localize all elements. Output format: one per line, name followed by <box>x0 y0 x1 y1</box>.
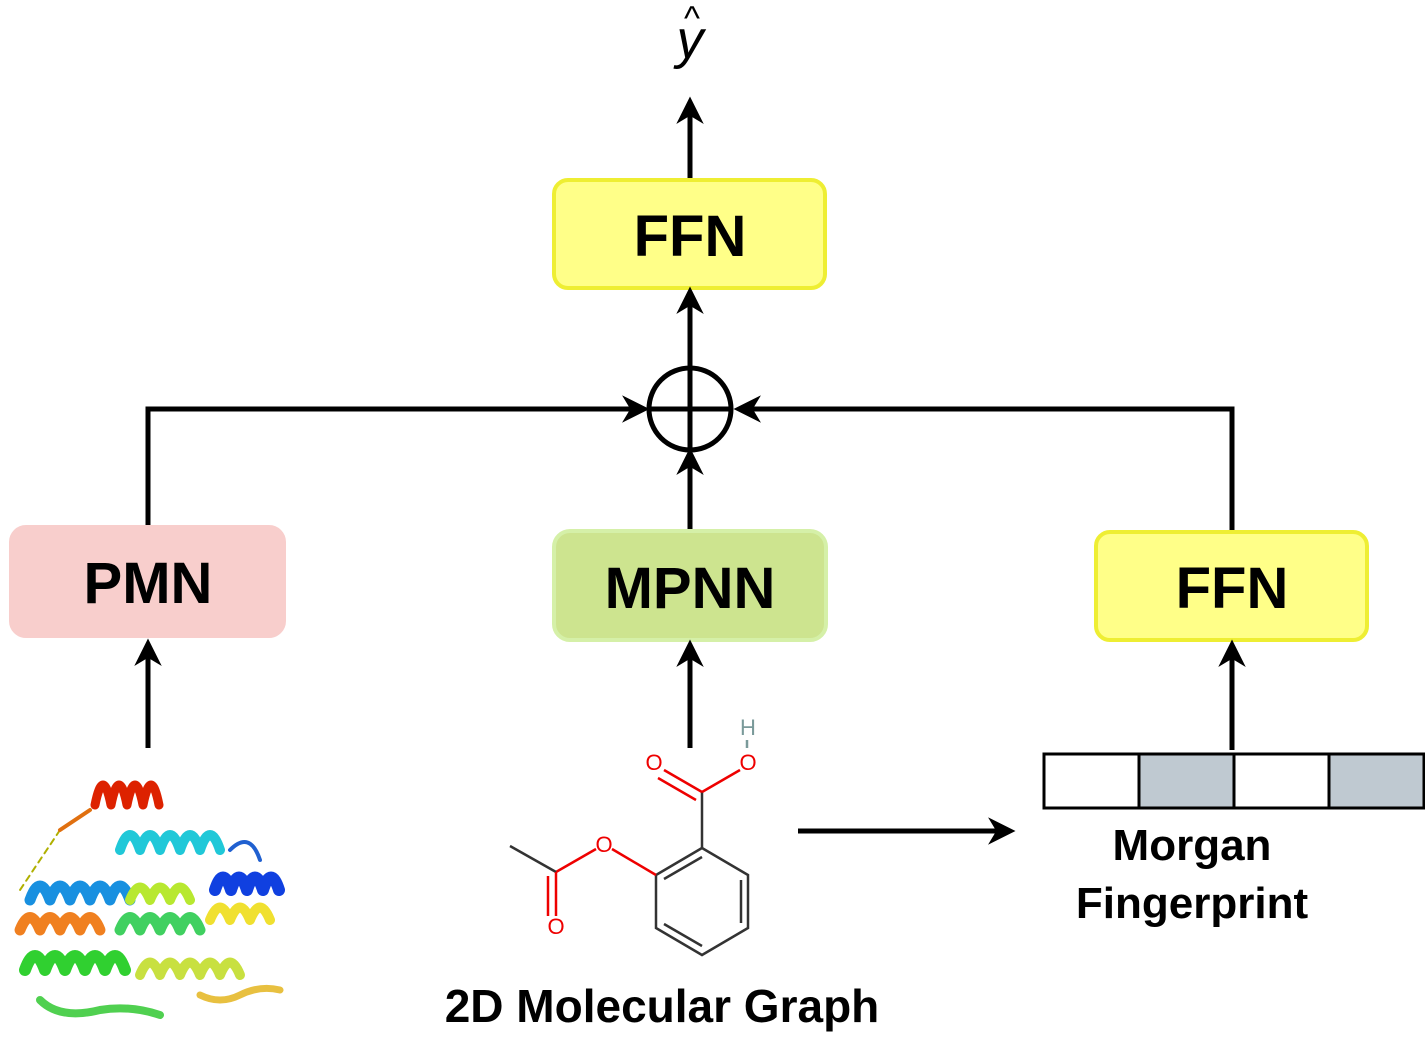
arrow-pmn-to-combine <box>145 395 650 528</box>
fingerprint-bit <box>1232 752 1331 810</box>
mpnn-label: MPNN <box>605 556 776 621</box>
output-y-hat: y ^ <box>673 0 707 70</box>
output-hat: ^ <box>684 0 700 38</box>
molecule-atom-labels: O O H O O <box>547 715 756 939</box>
ffn-top-box: FFN <box>552 178 827 290</box>
ffn-top-label: FFN <box>634 204 747 269</box>
fingerprint-bit <box>1137 752 1236 810</box>
molecule-graph-icon <box>509 740 750 957</box>
arrow-ffn-right-to-combine <box>733 395 1235 530</box>
pmn-box: PMN <box>9 525 286 638</box>
atom-oxygen: O <box>739 750 756 775</box>
pmn-label: PMN <box>84 551 213 616</box>
atom-oxygen: O <box>645 750 662 775</box>
ffn-right-box: FFN <box>1094 530 1369 642</box>
ffn-right-label: FFN <box>1176 556 1289 621</box>
fingerprint-vector <box>1042 752 1425 810</box>
atom-oxygen: O <box>547 914 564 939</box>
mpnn-box: MPNN <box>552 529 828 642</box>
atom-hydrogen: H <box>740 715 756 740</box>
molecule-caption: 2D Molecular Graph <box>445 980 880 1032</box>
fingerprint-bit <box>1042 752 1141 810</box>
atom-oxygen: O <box>595 832 612 857</box>
fingerprint-bit <box>1327 752 1425 810</box>
output-symbol: y <box>673 10 707 70</box>
fingerprint-label-line2: Fingerprint <box>1076 879 1309 928</box>
fingerprint-label-line1: Morgan <box>1113 821 1272 870</box>
combine-circle-plus-icon <box>646 365 734 453</box>
protein-ribbon-icon <box>14 780 285 1019</box>
